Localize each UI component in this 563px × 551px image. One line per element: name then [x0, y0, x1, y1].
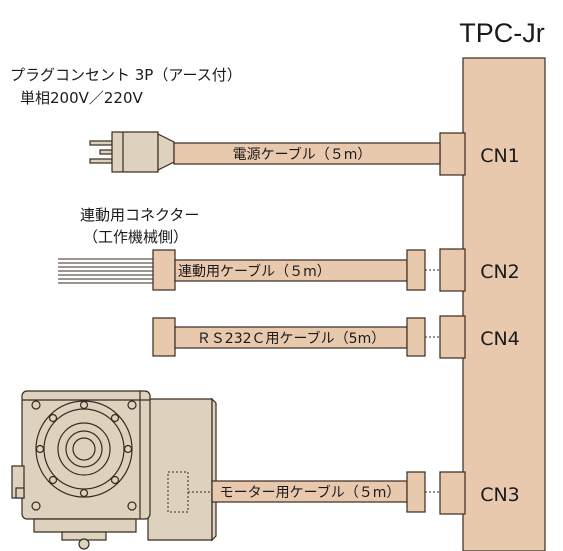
connector-cn3: CN3 — [439, 471, 520, 515]
connector-cn1-label: CN1 — [480, 145, 520, 167]
motor-cable: モーター用ケーブル（５m） — [211, 471, 440, 513]
connector-cn2: CN2 — [439, 248, 520, 292]
connector-cn4: CN4 — [439, 315, 520, 359]
interlock-cable: 連動用ケーブル（５m） — [152, 249, 440, 291]
rotary-table-motor-icon — [11, 390, 217, 550]
connector-cn1: CN1 — [439, 132, 520, 176]
controller-body — [462, 57, 546, 551]
interlock-cable-label: 連動用ケーブル（５m） — [178, 263, 331, 280]
rs232c-cable-label: ＲＳ232Ｃ用ケーブル（5m） — [197, 330, 385, 347]
loose-wires-icon — [58, 258, 153, 284]
connector-cn2-label: CN2 — [480, 261, 520, 283]
plug-label-line1: プラグコンセント 3P（アース付） — [10, 66, 242, 84]
interlock-connector-label-line2: （工作機械側） — [83, 228, 188, 246]
power-plug-icon — [89, 131, 175, 173]
power-cable: 電源ケーブル（５m） — [173, 142, 441, 165]
connector-cn4-label: CN4 — [480, 328, 520, 350]
controller-title: TPC-Jr — [459, 18, 544, 48]
interlock-connector-label-line1: 連動用コネクター — [80, 206, 199, 224]
plug-label-line2: 単相200V／220V — [20, 89, 144, 107]
connector-cn3-label: CN3 — [480, 484, 520, 506]
rs232c-cable: ＲＳ232Ｃ用ケーブル（5m） — [152, 317, 440, 357]
motor-cable-label: モーター用ケーブル（５m） — [220, 484, 401, 501]
power-cable-label: 電源ケーブル（５m） — [233, 146, 372, 163]
